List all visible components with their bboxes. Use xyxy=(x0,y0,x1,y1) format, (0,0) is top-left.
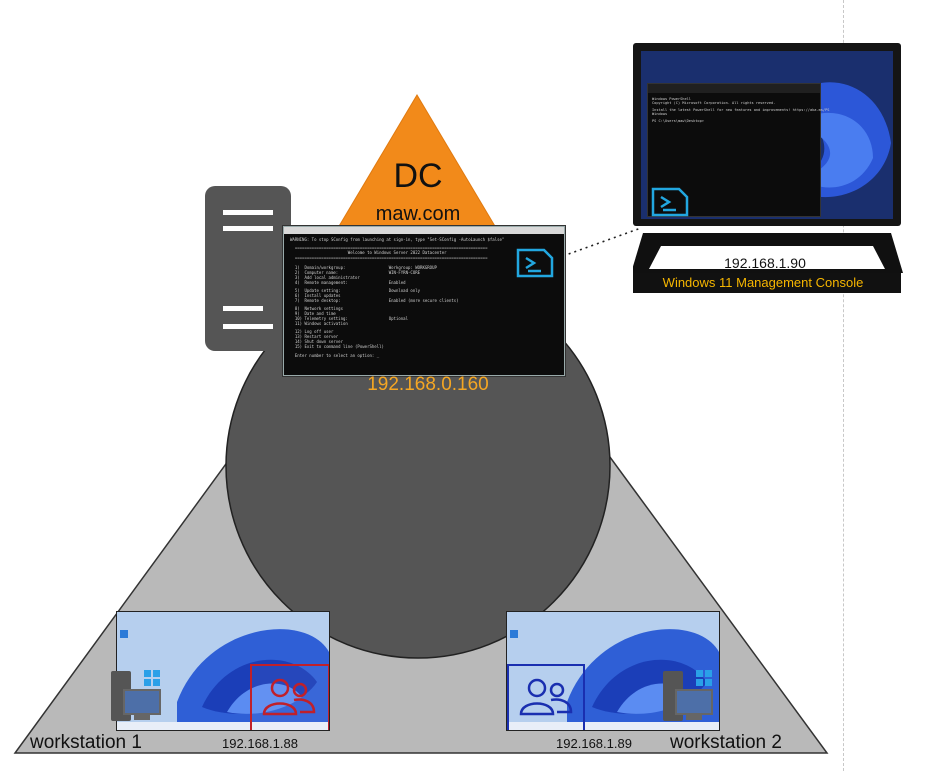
console-titlebar xyxy=(284,227,564,234)
monitor-icon: Windows PowerShell Copyright (C) Microso… xyxy=(633,43,903,293)
users-icon xyxy=(250,664,329,730)
workstation2-name: workstation 2 xyxy=(670,732,782,753)
dc-title: DC xyxy=(393,157,443,195)
server-ip: 192.168.0.160 xyxy=(367,374,489,395)
connector-line xyxy=(562,227,642,257)
divider-line xyxy=(843,0,844,771)
workstation1-name: workstation 1 xyxy=(30,732,142,753)
powershell-icon xyxy=(515,247,555,279)
workstation2-ip: 192.168.1.89 xyxy=(556,736,632,751)
pc-icon xyxy=(108,668,168,726)
terminal-tabbar xyxy=(648,84,820,93)
powershell-icon xyxy=(650,186,690,218)
dc-domain: maw.com xyxy=(375,203,461,225)
terminal-window: Windows PowerShell Copyright (C) Microso… xyxy=(647,83,829,218)
server-console-window: WARNING: To stop SConfig from launching … xyxy=(283,226,565,376)
workstation1-ip: 192.168.1.88 xyxy=(222,736,298,751)
users-icon xyxy=(507,664,585,730)
pc-icon xyxy=(660,668,720,726)
workstation1-screen xyxy=(116,611,330,731)
console-ip: 192.168.1.90 xyxy=(724,255,806,271)
console-label: Windows 11 Management Console xyxy=(662,275,864,290)
server-tower-icon xyxy=(205,186,293,352)
